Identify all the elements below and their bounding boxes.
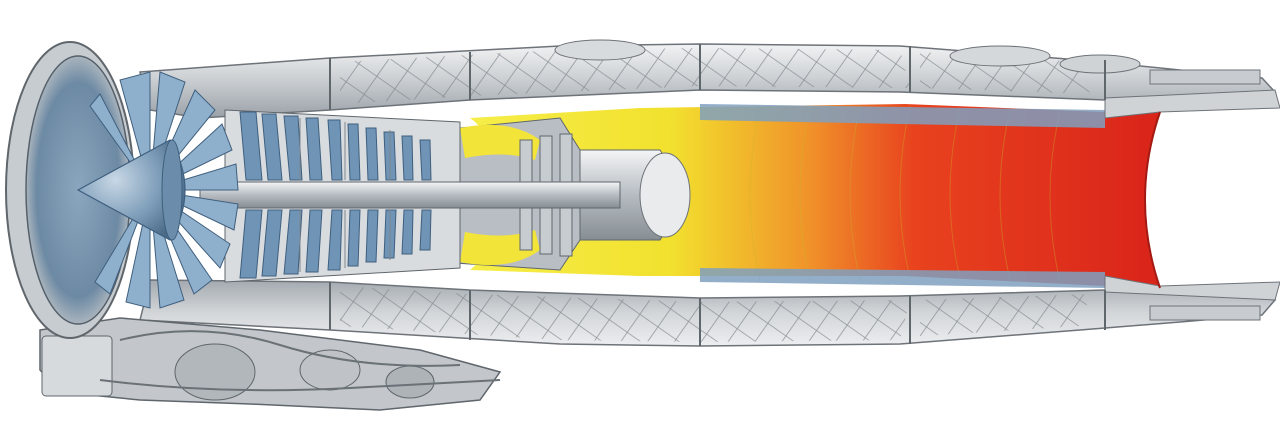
- casing-flanges: [329, 44, 1106, 346]
- lower-casing: [139, 279, 1277, 347]
- accessory-gearbox: [39, 317, 502, 411]
- compressor: [199, 109, 621, 283]
- upper-casing: [139, 39, 1277, 119]
- exhaust-nozzle: [1104, 89, 1280, 301]
- nose-spinner: [76, 139, 186, 241]
